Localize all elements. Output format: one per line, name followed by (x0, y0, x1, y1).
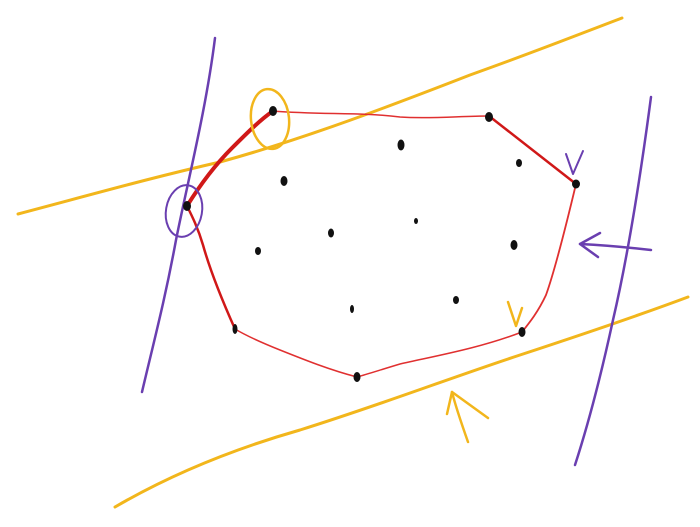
yellow-line-top (16, 16, 624, 216)
interior-point (516, 159, 522, 167)
yellow-line-bottom (113, 295, 690, 509)
interior-point (280, 176, 288, 186)
purple-line-right (573, 95, 653, 467)
hull-edge-right (521, 183, 577, 333)
purple-circle-marker (164, 184, 204, 238)
hull-edge-left-lower (185, 205, 237, 330)
interior-point (350, 305, 354, 313)
interior-point (453, 296, 459, 304)
interior-point (328, 228, 334, 238)
hull-vertex (269, 106, 277, 116)
hull-vertex (353, 372, 361, 382)
interior-point (255, 247, 261, 255)
purple-left-arrow-head (578, 231, 602, 259)
purple-line-left (140, 36, 217, 394)
purple-left-arrow (578, 242, 653, 252)
hull-edge-bottom-left (234, 328, 358, 378)
hull-vertex (485, 112, 493, 122)
hull-edge-bottom-right (356, 331, 523, 378)
hull-vertex (232, 324, 238, 334)
hull-vertex (518, 327, 526, 337)
purple-v-mark (565, 150, 584, 175)
interior-point (414, 218, 418, 224)
yellow-up-arrow (450, 390, 470, 444)
hull-edge-upper-right (488, 115, 577, 185)
hull-edge-thin-top (272, 110, 490, 119)
yellow-circle-marker (249, 87, 291, 151)
hull-edge-left-upper (185, 109, 275, 208)
yellow-v-mark (506, 300, 524, 328)
interior-point (397, 139, 405, 151)
interior-point (510, 240, 518, 250)
hull-vertex (183, 201, 191, 211)
yellow-up-arrow-head (445, 390, 490, 420)
hull-vertex (572, 179, 580, 189)
